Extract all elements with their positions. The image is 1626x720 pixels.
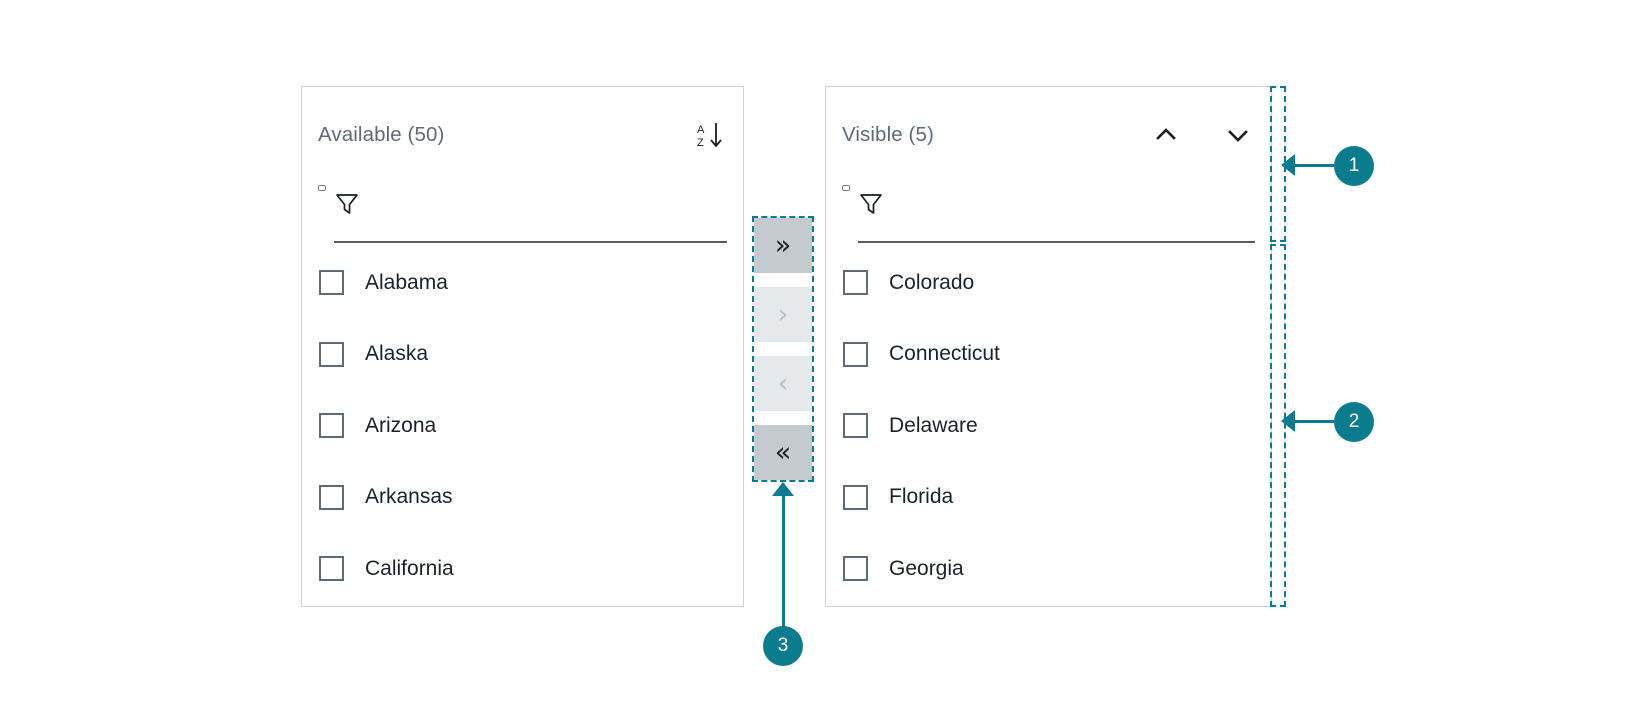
sort-az-descending-icon[interactable]: A Z [693, 118, 727, 152]
list-item[interactable]: Delaware [826, 390, 1271, 462]
annotation-arrowhead-1 [1281, 154, 1295, 176]
checkbox[interactable] [843, 484, 868, 510]
filter-funnel-icon[interactable] [858, 191, 884, 217]
list-item[interactable]: Georgia [826, 533, 1271, 605]
checkbox[interactable] [843, 413, 868, 439]
available-panel: Available (50) A Z [301, 86, 744, 607]
annotation-badge-3: 3 [763, 626, 803, 666]
list-item[interactable]: California [302, 533, 743, 605]
transfer-button-glyph: › [777, 299, 789, 330]
list-item[interactable]: Connecticut [826, 319, 1271, 391]
svg-text:Z: Z [697, 137, 704, 149]
checkbox[interactable] [843, 341, 868, 367]
checkbox[interactable] [319, 270, 344, 296]
transfer-button-glyph: « [774, 437, 792, 468]
list-item[interactable]: Colorado [826, 247, 1271, 319]
visible-panel-header: Visible (5) [826, 87, 1271, 182]
visible-filter-row[interactable] [842, 185, 1255, 243]
list-item[interactable]: Arkansas [302, 462, 743, 534]
visible-filter-underline [858, 241, 1255, 243]
visible-filter-input[interactable] [842, 185, 850, 191]
checkbox[interactable] [843, 556, 868, 582]
checkbox[interactable] [843, 270, 868, 296]
annotation-leader-line-1 [1292, 164, 1340, 167]
transfer-button-glyph: ‹ [777, 368, 789, 399]
available-panel-header: Available (50) A Z [302, 87, 743, 182]
available-filter-row[interactable] [318, 185, 727, 243]
list-item-label: California [365, 556, 454, 580]
list-item-label: Arizona [365, 413, 437, 437]
list-item-label: Connecticut [889, 342, 1000, 366]
checkbox[interactable] [319, 556, 344, 582]
available-panel-header-actions: A Z [693, 118, 727, 152]
transfer-button-glyph: » [774, 230, 792, 261]
svg-text:A: A [697, 124, 705, 136]
move-selected-left-button: ‹ [754, 356, 812, 411]
checkbox[interactable] [319, 413, 344, 439]
visible-panel-header-actions [1149, 118, 1255, 152]
list-item-label: Arkansas [365, 485, 453, 509]
filter-funnel-icon[interactable] [334, 191, 360, 217]
chevron-up-icon[interactable] [1149, 118, 1183, 152]
annotation-badge-2: 2 [1334, 402, 1374, 442]
move-selected-right-button: › [754, 287, 812, 342]
available-filter-underline [334, 241, 727, 243]
transfer-button-group: » › ‹ « [754, 218, 812, 480]
list-item[interactable]: Alaska [302, 319, 743, 391]
annotation-arrowhead-2 [1281, 410, 1295, 432]
checkbox[interactable] [319, 484, 344, 510]
list-item-label: Alaska [365, 342, 429, 366]
list-item-label: Florida [889, 485, 954, 509]
chevron-down-icon[interactable] [1221, 118, 1255, 152]
move-all-left-button[interactable]: « [754, 425, 812, 480]
visible-panel: Visible (5) [825, 86, 1272, 607]
list-item[interactable]: Florida [826, 462, 1271, 534]
annotation-badge-1: 1 [1334, 146, 1374, 186]
list-item[interactable]: Alabama [302, 247, 743, 319]
visible-panel-title: Visible (5) [842, 122, 934, 146]
available-panel-title: Available (50) [318, 122, 445, 146]
list-item-label: Georgia [889, 556, 964, 580]
annotation-arrowhead-3 [772, 482, 794, 496]
annotation-leader-line-3 [782, 492, 785, 634]
list-item[interactable]: Arizona [302, 390, 743, 462]
move-all-right-button[interactable]: » [754, 218, 812, 273]
checkbox[interactable] [319, 341, 344, 367]
annotation-leader-line-2 [1292, 420, 1340, 423]
list-item-label: Colorado [889, 270, 975, 294]
list-item-label: Delaware [889, 413, 978, 437]
available-filter-input[interactable] [318, 185, 326, 191]
list-item-label: Alabama [365, 270, 448, 294]
